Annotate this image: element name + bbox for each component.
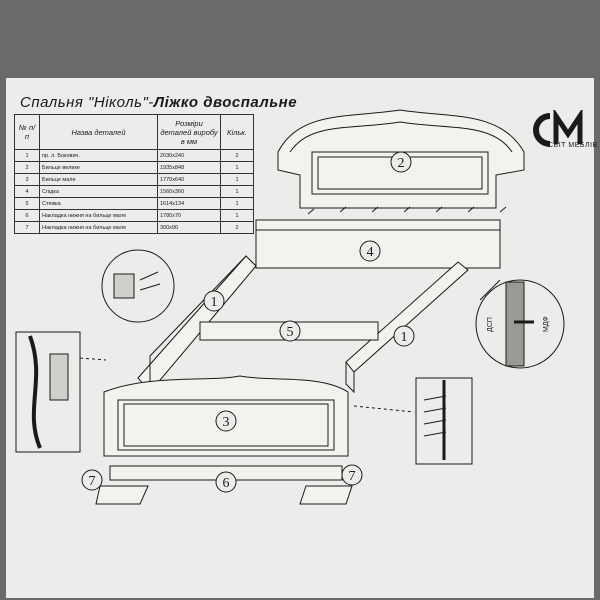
callout-6-label: 6	[223, 476, 230, 491]
callout-3: 3	[215, 410, 237, 432]
table-header-row: № п/п Назва деталей Розміри деталей виро…	[14, 114, 254, 150]
title-part-2: Ліжко двоспальне	[153, 94, 298, 111]
callout-3-label: 3	[223, 415, 230, 430]
detail-screws	[415, 377, 473, 465]
row-name: Накладка нижня на бильце мале	[39, 221, 158, 234]
base-panel	[255, 219, 501, 269]
brand-name: СВІТ МЕБЛІВ	[548, 142, 598, 149]
detail-circle-bracket	[101, 249, 175, 323]
brand-logo-icon	[533, 110, 583, 147]
detail-corner-bracket	[15, 331, 81, 453]
callout-4: 4	[359, 240, 381, 262]
callout-1-left-label: 1	[211, 295, 218, 310]
callout-7-right-label: 7	[349, 469, 356, 484]
callout-5-label: 5	[287, 325, 294, 340]
parts-table: № п/п Назва деталей Розміри деталей виро…	[14, 114, 254, 234]
callout-4-label: 4	[367, 245, 374, 260]
title-part-1: Спальня "Ніколь"-	[20, 94, 154, 111]
screws-row-top	[307, 206, 507, 215]
foot-left	[95, 485, 149, 505]
callout-7-right: 7	[341, 464, 363, 486]
callout-5: 5	[279, 320, 301, 342]
callout-1-right-label: 1	[401, 330, 408, 345]
detail-circle-material	[475, 279, 565, 369]
callout-1-right: 1	[393, 325, 415, 347]
callout-7-left: 7	[81, 469, 103, 491]
document-title: Спальня "Ніколь"-Ліжко двоспальне	[20, 94, 297, 111]
foot-right	[299, 485, 353, 505]
callout-2-label: 2	[398, 156, 405, 171]
chipboard-label: ДСП	[487, 317, 494, 332]
row-qty: 2	[220, 221, 254, 234]
callout-6: 6	[215, 471, 237, 493]
header-name: Назва деталей	[39, 114, 158, 150]
callout-1-left: 1	[203, 290, 225, 312]
header-num: № п/п	[14, 114, 40, 150]
mdf-label: МДФ	[543, 316, 550, 332]
callout-2: 2	[390, 151, 412, 173]
callout-7-left-label: 7	[89, 474, 96, 489]
side-rail-right	[345, 261, 469, 394]
assembly-arrows	[79, 279, 501, 413]
header-qty: Кільк.	[220, 114, 254, 150]
